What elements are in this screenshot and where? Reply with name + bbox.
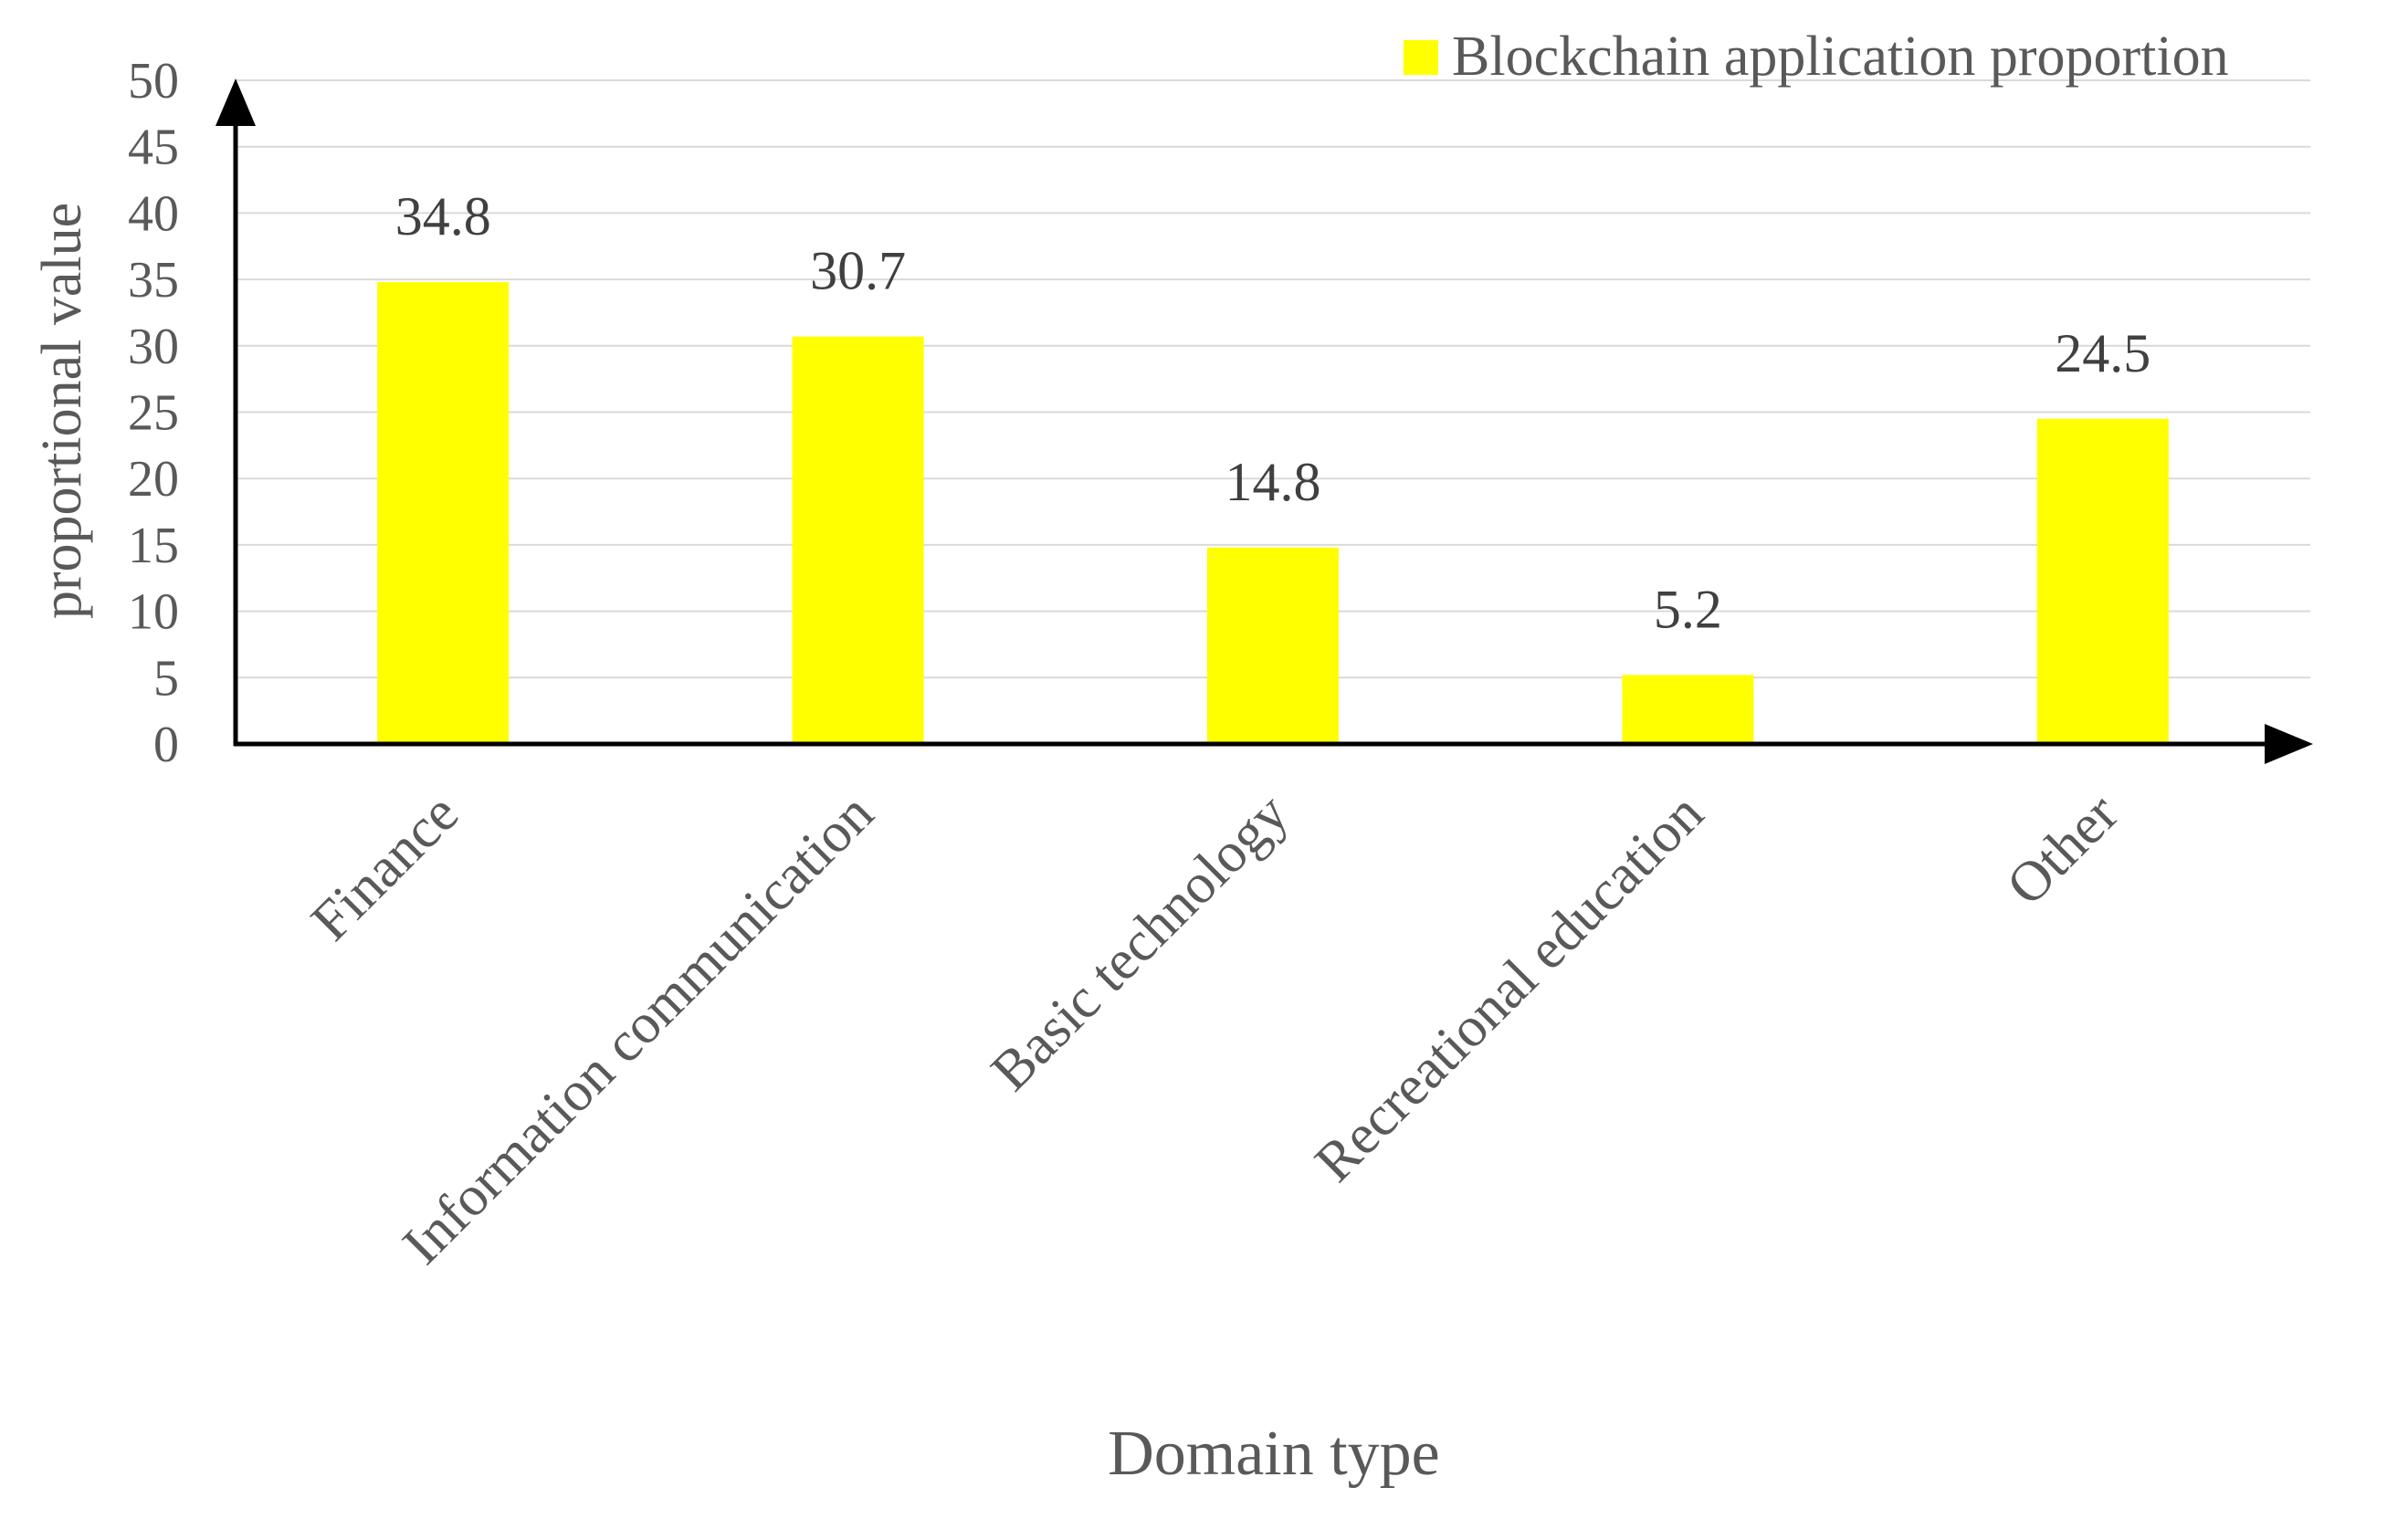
data-label: 14.8 bbox=[1225, 452, 1321, 512]
y-tick-label: 5 bbox=[153, 650, 179, 707]
bar bbox=[1622, 675, 1754, 744]
data-label: 24.5 bbox=[2055, 323, 2150, 383]
data-label: 30.7 bbox=[810, 241, 906, 301]
legend: Blockchain application proportion bbox=[1404, 26, 2229, 88]
bars bbox=[377, 282, 2169, 744]
data-label: 5.2 bbox=[1654, 579, 1722, 639]
x-tick-label: Other bbox=[1995, 782, 2130, 917]
y-tick-label: 10 bbox=[128, 584, 179, 641]
y-tick-label: 0 bbox=[153, 717, 179, 773]
y-axis-arrow bbox=[216, 79, 256, 126]
y-tick-label: 45 bbox=[128, 120, 179, 176]
legend-swatch bbox=[1404, 40, 1438, 75]
data-label: 34.8 bbox=[395, 186, 491, 246]
y-tick-labels: 0 5 10 15 20 25 30 35 40 45 50 bbox=[128, 53, 179, 773]
y-axis-title: proportional value bbox=[31, 203, 93, 619]
x-tick-label: Finance bbox=[300, 782, 470, 953]
x-axis-arrow bbox=[2265, 724, 2313, 764]
legend-label: Blockchain application proportion bbox=[1452, 26, 2229, 88]
bar bbox=[2036, 418, 2169, 744]
gridlines bbox=[236, 79, 2310, 679]
y-tick-label: 50 bbox=[128, 53, 179, 110]
x-axis-title: Domain type bbox=[1108, 1419, 1440, 1489]
bar bbox=[792, 336, 924, 744]
x-tick-label: Basic technology bbox=[980, 782, 1300, 1103]
y-tick-label: 30 bbox=[128, 319, 179, 375]
data-labels: 34.8 30.7 14.8 5.2 24.5 bbox=[395, 186, 2151, 639]
y-tick-label: 15 bbox=[128, 518, 179, 574]
y-tick-label: 20 bbox=[128, 451, 179, 508]
axes bbox=[216, 79, 2313, 764]
y-tick-label: 25 bbox=[128, 385, 179, 442]
x-tick-label: Recreational education bbox=[1303, 782, 1715, 1194]
bar bbox=[377, 282, 510, 744]
bar bbox=[1207, 547, 1339, 744]
y-tick-label: 40 bbox=[128, 185, 179, 242]
x-tick-label: Information communication bbox=[391, 782, 885, 1276]
y-tick-label: 35 bbox=[128, 252, 179, 309]
